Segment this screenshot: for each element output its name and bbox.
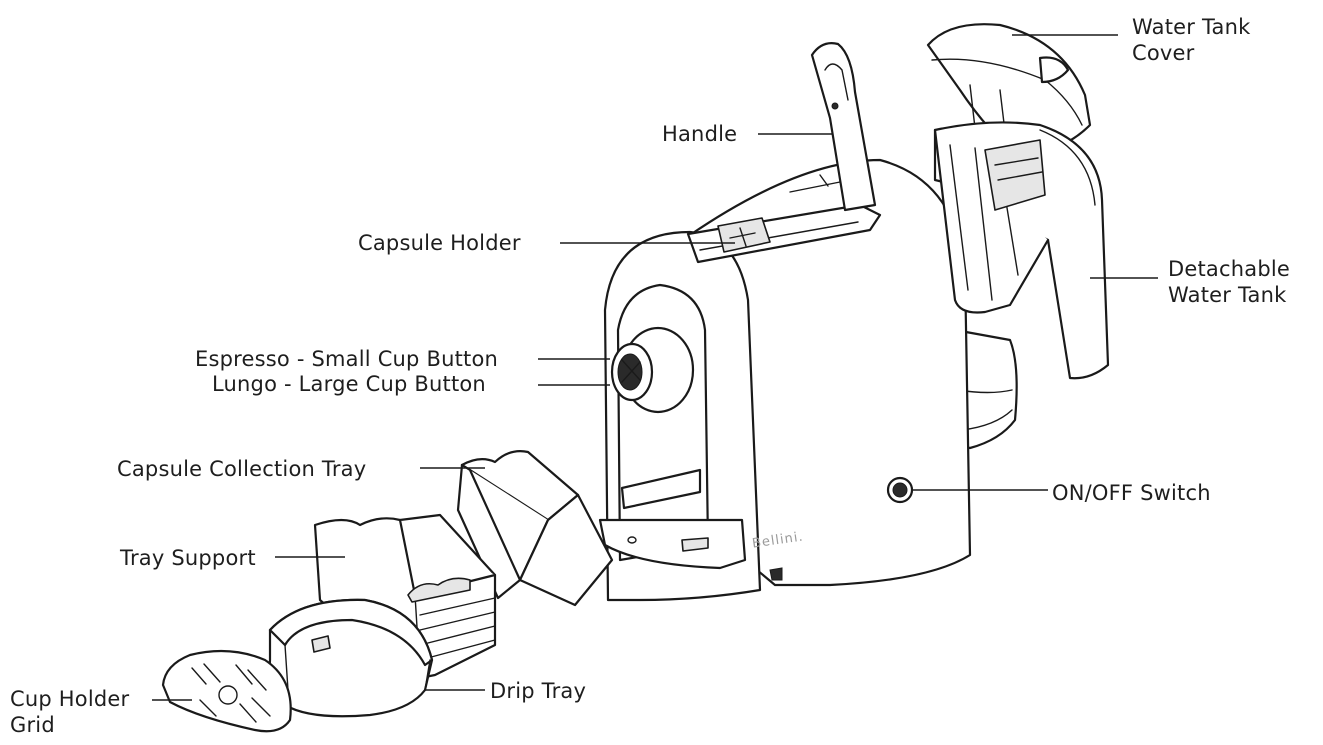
label-lungo-button: Lungo - Large Cup Button	[212, 372, 486, 396]
label-drip-tray: Drip Tray	[490, 679, 587, 703]
label-water-tank-cover-line-2: Cover	[1132, 41, 1195, 65]
label-espresso-button: Espresso - Small Cup Button	[195, 347, 499, 371]
machine-body	[598, 158, 1018, 602]
label-tray-support: Tray Support	[120, 546, 256, 570]
tray-support-part	[313, 513, 497, 682]
drip-tray-part	[268, 598, 434, 718]
capsule-collection-tray-part	[456, 450, 614, 607]
label-detachable-water-tank-line-2: Water Tank	[1168, 283, 1287, 307]
label-detachable-water-tank: Detachable Water Tank	[1168, 256, 1290, 308]
label-handle: Handle	[662, 122, 738, 146]
label-water-tank-cover: Water Tank Cover	[1132, 14, 1250, 66]
label-capsule-collection-tray: Capsule Collection Tray	[117, 457, 367, 481]
leader-lines	[152, 34, 1158, 701]
label-on-off-switch: ON/OFF Switch	[1052, 481, 1211, 505]
label-cup-holder-grid-line-1: Cup Holder	[10, 687, 130, 711]
label-detachable-water-tank-line-1: Detachable	[1168, 257, 1291, 281]
cup-holder-grid-part	[161, 649, 292, 733]
label-cup-holder-grid-line-2: Grid	[10, 713, 55, 737]
label-cup-holder-grid: Cup Holder Grid	[10, 686, 129, 738]
label-water-tank-cover-line-1: Water Tank	[1132, 15, 1251, 39]
water-tank-part	[933, 121, 1110, 380]
water-tank-cover-part	[926, 23, 1092, 152]
label-capsule-holder: Capsule Holder	[358, 231, 521, 255]
handle-part	[810, 42, 877, 212]
